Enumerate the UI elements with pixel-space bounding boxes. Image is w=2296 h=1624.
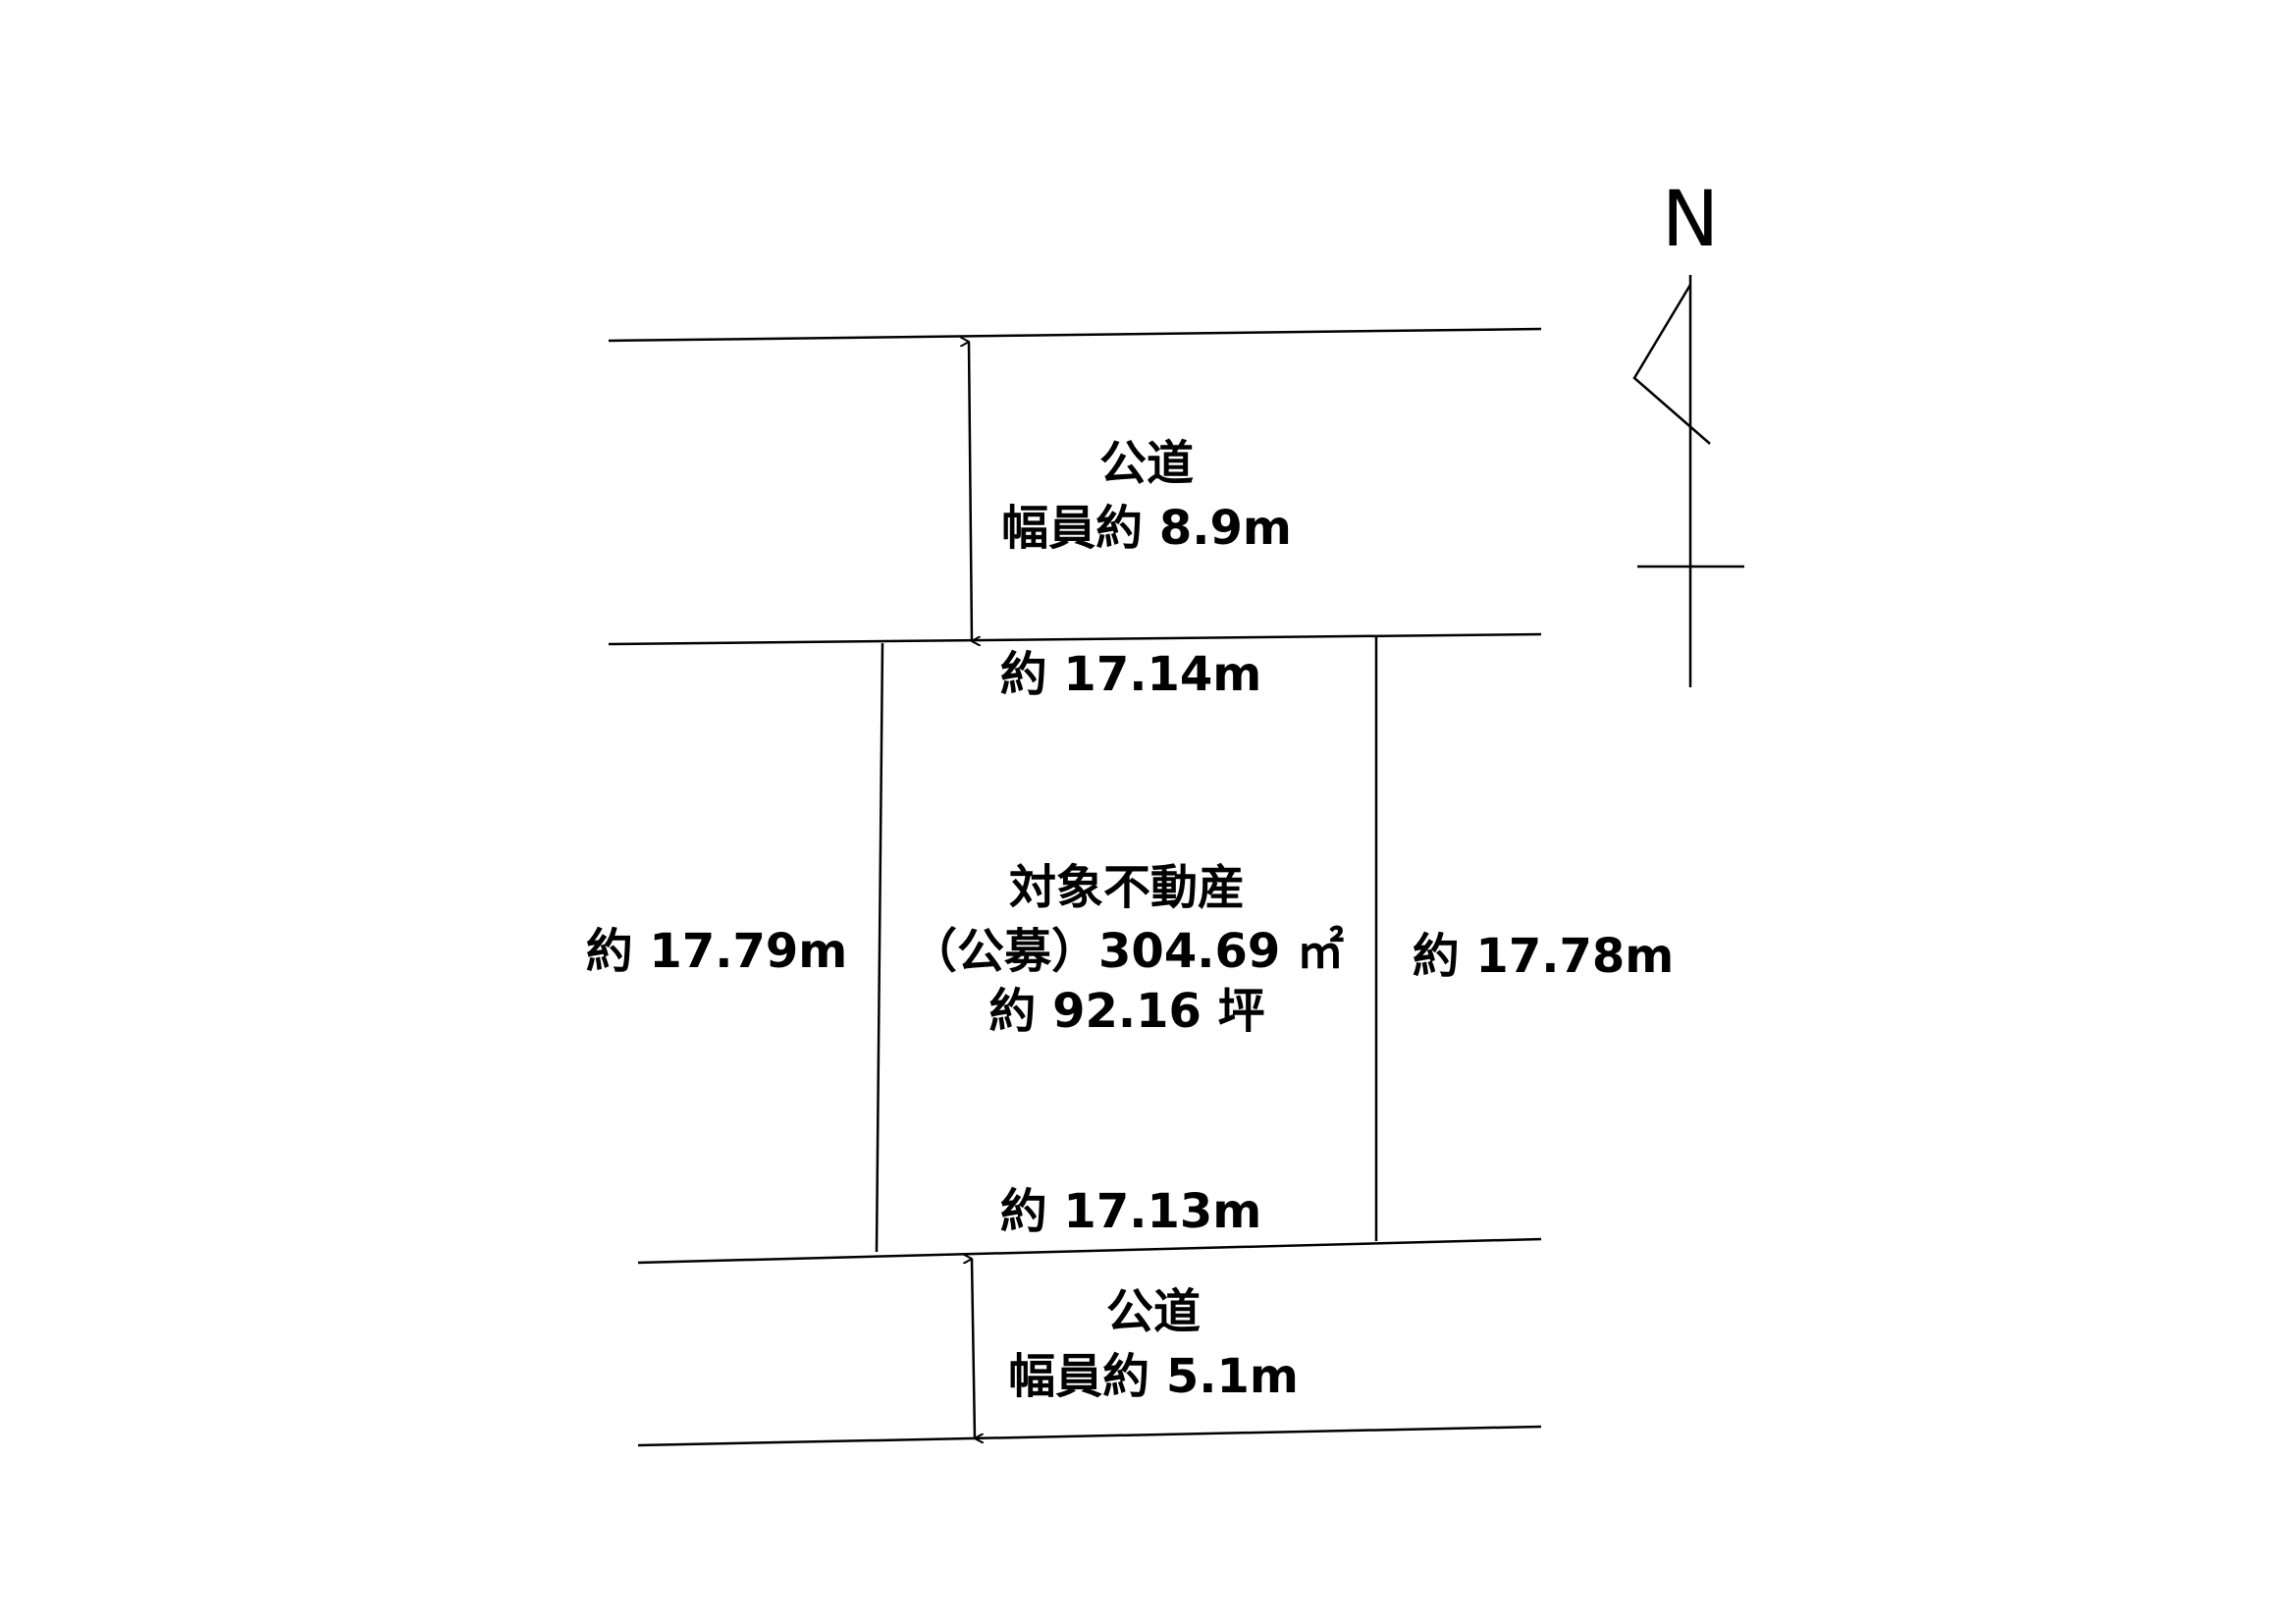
north-road-name: 公道 [1099, 436, 1194, 491]
south-road-name: 公道 [1106, 1284, 1201, 1339]
south-road-width-dimension-line [972, 1259, 975, 1438]
north-road-width: 幅員約 8.9m [1001, 501, 1292, 556]
property-area-tsubo: 約 92.16 坪 [988, 984, 1264, 1039]
property-area-sqm: （公募）304.69 ㎡ [910, 924, 1344, 979]
south-side-length: 約 17.13m [1000, 1184, 1262, 1239]
north-road-bottom-edge [608, 632, 1542, 646]
west-side-length: 約 17.79m [586, 924, 848, 979]
south-road-bottom-edge [637, 1425, 1542, 1447]
east-side-length: 約 17.78m [1413, 929, 1675, 984]
north-side-length: 約 17.14m [1000, 647, 1262, 702]
north-arrow-label: N [1662, 176, 1719, 264]
south-road-width: 幅員約 5.1m [1008, 1349, 1299, 1404]
north-arrow-icon [1632, 275, 1744, 687]
property-title: 対象不動産 [1009, 860, 1245, 915]
north-road-top-edge [608, 327, 1542, 343]
parcel-west-edge [875, 642, 884, 1253]
north-road-width-dimension-line [969, 342, 972, 641]
south-road-top-edge [637, 1237, 1542, 1265]
